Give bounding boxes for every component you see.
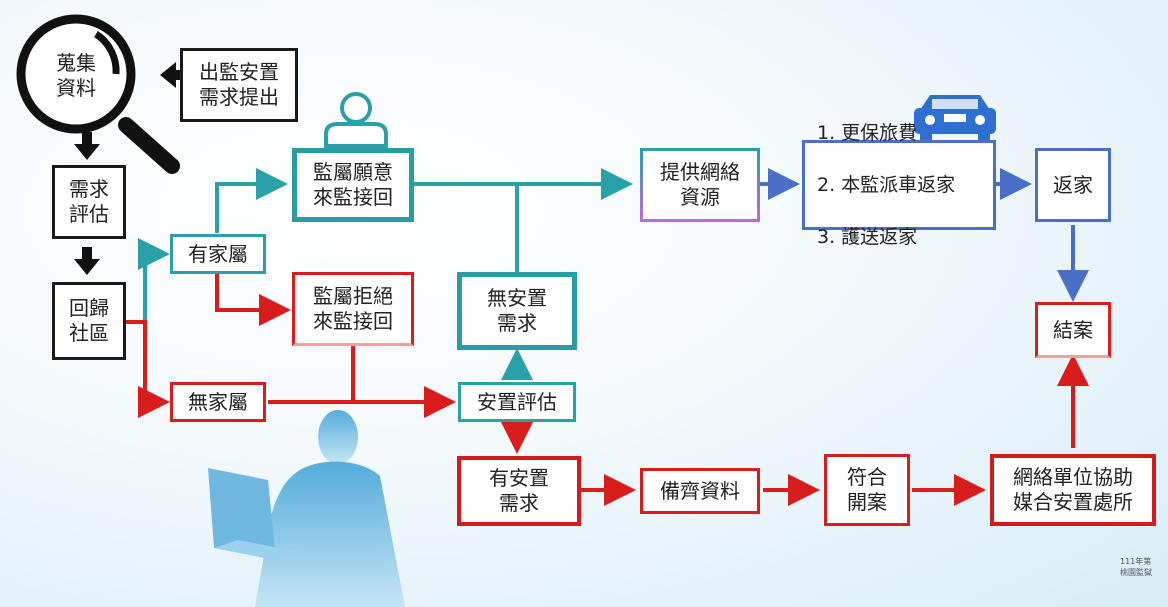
collect-data-label: 蒐集 資料 [56, 51, 96, 100]
option-item: 3. 護送返家 [817, 226, 918, 248]
option-item: 1. 更保旅費 [817, 122, 918, 144]
request-box: 出監安置 需求提出 [180, 48, 298, 122]
has-placement-need-box: 有安置 需求 [457, 456, 581, 526]
family-refuse-box: 監屬拒絕 來監接回 [292, 272, 414, 346]
return-community-box: 回歸 社區 [52, 282, 126, 360]
prepare-docs-box: 備齊資料 [640, 468, 760, 514]
black-arrows [74, 62, 190, 275]
options-box: 1. 更保旅費 2. 本監派車返家 3. 護送返家 [802, 122, 996, 248]
options-list: 1. 更保旅費 2. 本監派車返家 3. 護送返家 [817, 94, 955, 276]
no-placement-need-box: 無安置 需求 [457, 272, 577, 350]
no-family-box: 無家屬 [170, 382, 266, 422]
placement-assessment-box: 安置評估 [458, 382, 576, 422]
close-case-box: 結案 [1035, 302, 1111, 358]
provide-resources-box: 提供網絡 資源 [640, 148, 760, 222]
assess-need-box: 需求 評估 [52, 165, 126, 239]
has-family-box: 有家屬 [170, 234, 266, 274]
option-item: 2. 本監派車返家 [817, 174, 956, 196]
go-home-box: 返家 [1035, 148, 1111, 222]
network-unit-box: 網絡單位協助 媒合安置處所 [990, 454, 1156, 526]
meets-criteria-box: 符合 開案 [824, 454, 910, 526]
family-willing-box: 監屬願意 來監接回 [292, 148, 414, 222]
footer-note: 111年第 桃園監獄 [1120, 557, 1152, 577]
